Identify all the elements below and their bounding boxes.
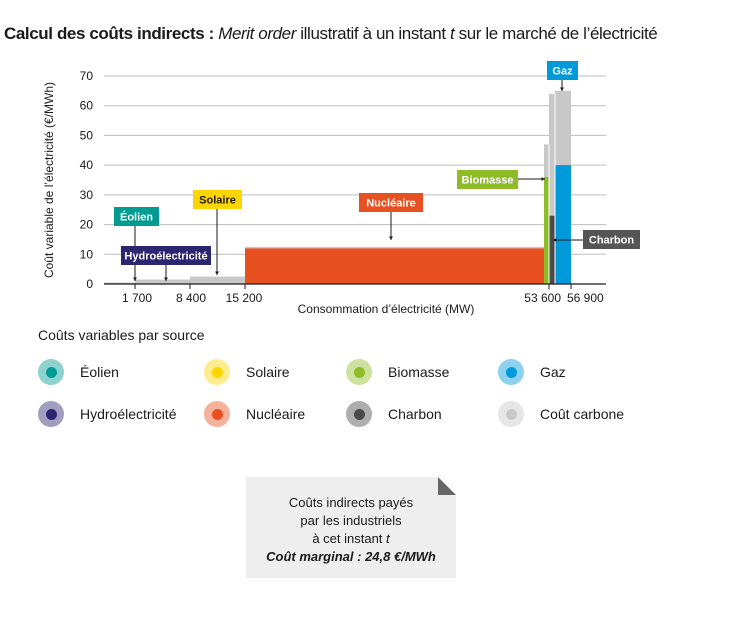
cost-bar-eolien (104, 282, 135, 284)
nucleaire-pointer-head (389, 236, 393, 240)
charbon-tag-box (583, 230, 640, 249)
solaire-tag-label: Solaire (199, 195, 236, 207)
y-tick-label: 50 (80, 128, 94, 142)
y-tick-label: 40 (80, 158, 94, 172)
hydro-tag-label: Hydroélectricité (124, 251, 207, 263)
note-line-3-italic: t (386, 531, 390, 546)
legend-label: Hydroélectricité (80, 406, 177, 422)
x-axis-label: Consommation d’électricité (MW) (298, 302, 475, 316)
x-tick-label: 56 900 (567, 291, 604, 305)
carbon-cost-bar (245, 246, 544, 249)
cost-bar-charbon (549, 215, 555, 284)
y-tick-label: 0 (86, 277, 93, 291)
marginal-cost-note: Coûts indirects payés par les industriel… (246, 477, 456, 578)
x-tick-label: 8 400 (176, 291, 206, 305)
carbon-cost-bar (549, 93, 555, 216)
y-tick-label: 30 (80, 188, 94, 202)
cost-bar-solaire (190, 276, 245, 284)
note-line-1: Coûts indirects payés (288, 495, 414, 510)
cost-bar-nucleaire (245, 248, 544, 284)
legend-label: Éolien (80, 364, 119, 380)
x-tick-label: 15 200 (226, 291, 263, 305)
legend-item: Charbon (346, 401, 442, 427)
legend-swatch-center (45, 408, 57, 420)
legend-swatch-center (353, 408, 365, 420)
legend-item: Éolien (38, 359, 119, 385)
legend-item: Hydroélectricité (38, 401, 176, 427)
legend-label: Coût carbone (540, 406, 625, 422)
legend-swatch (38, 359, 64, 385)
biomasse-tag-label: Biomasse (462, 175, 514, 187)
legend-label: Gaz (540, 364, 566, 380)
legend-label: Solaire (246, 364, 290, 380)
title-middle: illustratif à un instant (295, 24, 450, 43)
legend-item: Solaire (204, 359, 290, 385)
charbon-tag-label: Charbon (589, 235, 635, 247)
nucleaire-tag-box (359, 193, 423, 212)
x-tick-label: 53 600 (524, 291, 561, 305)
legend-item: Coût carbone (498, 401, 624, 427)
hydro-pointer-head (164, 277, 168, 281)
note-line-4: Coût marginal : 24,8 €/MWh (266, 549, 436, 564)
solaire-tag-box (193, 190, 242, 209)
title-end: sur le marché de l’électricité (454, 24, 658, 43)
x-tick-label: 1 700 (122, 291, 152, 305)
legend-swatch-center (505, 408, 517, 420)
cost-bar-hydro (135, 279, 190, 284)
legend-swatch (38, 401, 64, 427)
gaz-tag-box (547, 61, 578, 80)
legend-label: Charbon (388, 406, 442, 422)
note-line-2: par les industriels (300, 513, 402, 528)
legend-label: Biomasse (388, 364, 450, 380)
y-tick-label: 60 (80, 99, 94, 113)
legend-swatch (346, 359, 372, 385)
legend-swatch (498, 359, 524, 385)
legend-swatch-center (353, 366, 365, 378)
eolien-tag-label: Éolien (120, 211, 153, 224)
note-fold-corner (438, 477, 456, 495)
hydro-tag-box (121, 246, 211, 265)
charbon-pointer-head (553, 238, 557, 242)
title-italic-1: Merit order (218, 24, 296, 43)
note-line-3-text: à cet instant (312, 531, 383, 546)
legend-swatch (498, 401, 524, 427)
legend-swatch (204, 359, 230, 385)
legend-item: Gaz (498, 359, 566, 385)
title-bold: Calcul des coûts indirects : (4, 24, 219, 43)
y-tick-label: 70 (80, 69, 94, 83)
chart-title: Calcul des coûts indirects : Merit order… (4, 24, 658, 44)
biomasse-tag-box (457, 170, 518, 189)
legend-title: Coûts variables par source (38, 327, 205, 343)
cost-bar-biomasse (544, 177, 549, 284)
legend-swatch-center (45, 366, 57, 378)
legend-swatch-center (211, 366, 223, 378)
legend-label: Nucléaire (246, 406, 306, 422)
eolien-tag-box (114, 207, 159, 226)
biomasse-pointer-head (541, 177, 545, 181)
nucleaire-tag-label: Nucléaire (366, 198, 416, 210)
legend-swatch-center (505, 366, 517, 378)
eolien-pointer-head (133, 277, 137, 281)
legend-item: Nucléaire (204, 401, 305, 427)
note-line-3: à cet instant t (246, 530, 456, 548)
y-axis-label: Coût variable de l’électricité (€/MWh) (42, 82, 56, 278)
title-italic-2: t (450, 24, 455, 43)
carbon-cost-bar (544, 144, 549, 178)
solaire-pointer-head (215, 271, 219, 275)
cost-bar-gaz (555, 165, 571, 284)
y-tick-label: 20 (80, 218, 94, 232)
legend-item: Biomasse (346, 359, 449, 385)
legend-swatch (204, 401, 230, 427)
legend-swatch-center (211, 408, 223, 420)
legend-swatch (346, 401, 372, 427)
carbon-cost-bar (555, 90, 571, 166)
gaz-pointer-head (560, 87, 564, 91)
y-tick-label: 10 (80, 247, 94, 261)
gaz-tag-label: Gaz (552, 66, 573, 78)
